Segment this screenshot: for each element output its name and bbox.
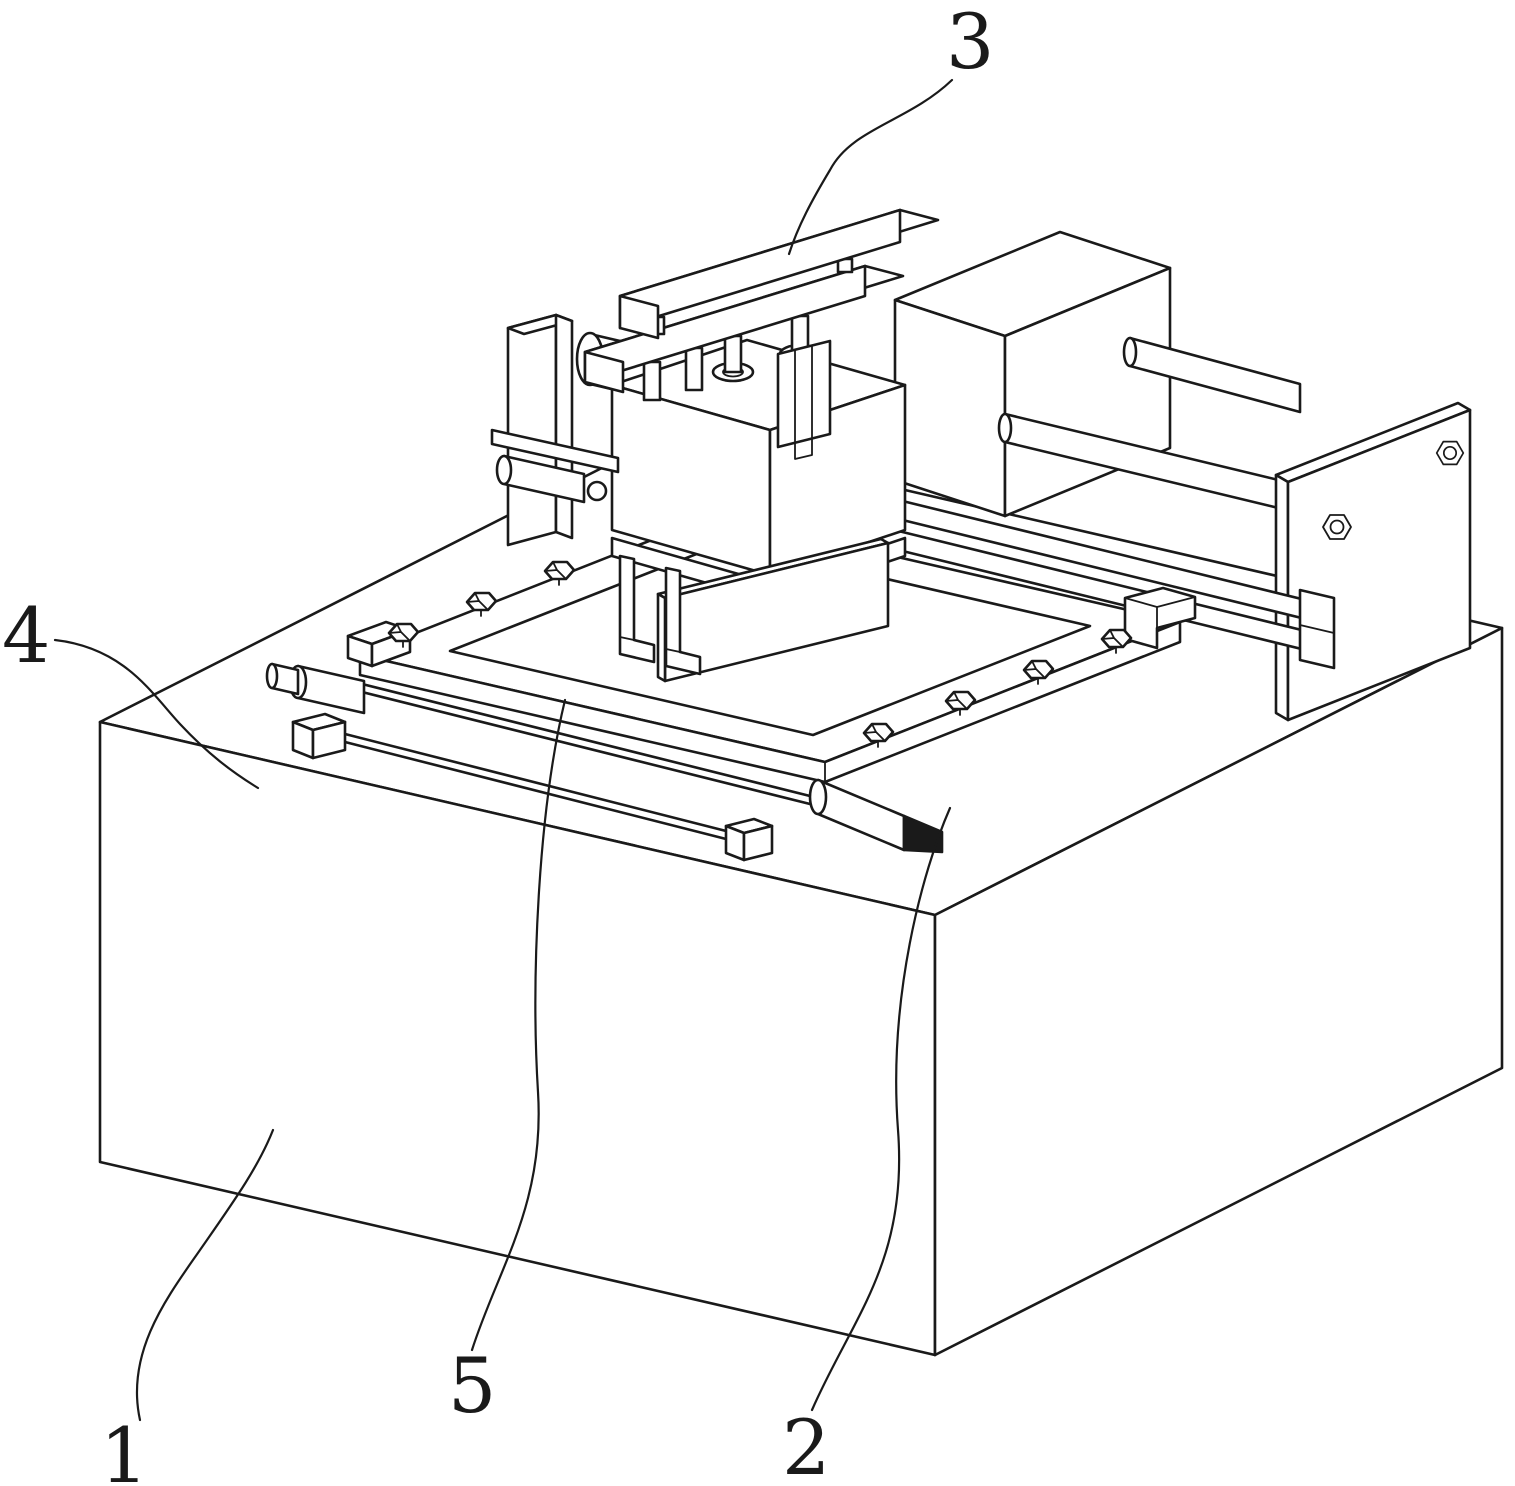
front-roller-dark-end [902,814,944,854]
press-post [642,360,662,402]
front-roller [808,778,944,854]
hook-bracket [618,554,656,664]
press-head [610,314,907,577]
hook-bracket [664,566,702,676]
press-post [684,346,704,392]
left-arm-cylinder [495,454,608,504]
part-label-3: 3 [946,0,994,86]
press-post [723,334,743,374]
base-right-face [933,626,1504,1357]
guide-rod-upper [1122,336,1302,414]
left-tower [506,313,574,547]
left-roller [265,662,366,715]
hex-bolt [1322,514,1352,540]
left-arm-strip [490,428,620,474]
part-label-4: 4 [2,591,50,680]
part-label-1: 1 [100,1411,148,1486]
leader-line-4 [53,638,260,790]
leader-line-2 [810,806,952,1412]
guard-plate [656,537,890,683]
machine-base [98,433,1504,1357]
ball-knob [586,480,608,502]
leader-line-1 [135,1128,275,1422]
leader-line-3 [787,78,954,256]
right-mount-block [724,817,774,862]
leader-line-5 [470,698,567,1352]
part-label-5: 5 [448,1341,496,1430]
rear-housing [893,230,1172,518]
slotted-blade-plate [776,339,832,460]
upper-plate [618,208,940,340]
left-mount-block [291,712,347,760]
part-label-2: 2 [782,1403,830,1486]
feed-screw-rods [343,682,820,842]
hex-bolt [1435,440,1465,466]
lower-plate [583,264,905,394]
